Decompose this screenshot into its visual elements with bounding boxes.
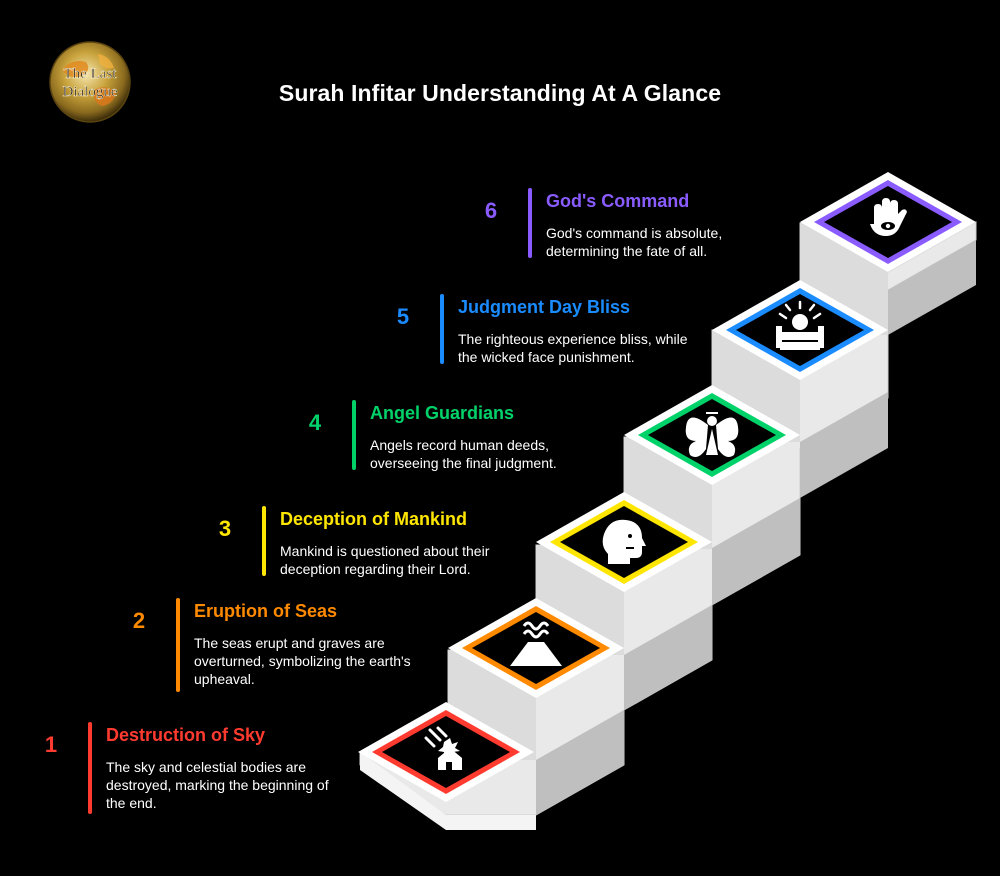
logo-globe-icon: The Last Dialogue [49, 41, 131, 123]
angel-icon [685, 412, 739, 457]
step-heading: Eruption of Seas [194, 601, 338, 621]
step-heading: Deception of Mankind [280, 509, 468, 529]
step-description: The righteous experience bliss, while th… [458, 331, 688, 365]
step-description: Mankind is questioned about their decept… [280, 543, 490, 577]
step-top-6 [800, 172, 976, 272]
stair-right-faces [536, 240, 976, 815]
step-number: 3 [218, 516, 232, 541]
step-heading: God's Command [546, 191, 690, 211]
step-number: 4 [308, 410, 322, 435]
logo-line-1: The Last [64, 66, 118, 82]
step-accent-bar [352, 400, 356, 470]
step-accent-bar [262, 506, 266, 576]
step-top-4 [624, 385, 800, 485]
step-number: 2 [132, 608, 146, 633]
page-title: Surah Infitar Understanding At A Glance [278, 80, 722, 106]
logo-line-2: Dialogue [63, 84, 118, 100]
step-heading: Angel Guardians [370, 403, 515, 423]
step-accent-bar [88, 722, 92, 814]
meteor-impact-icon [424, 726, 462, 770]
step-accent-bar [528, 188, 532, 258]
step-description: God's command is absolute, determining t… [546, 225, 723, 259]
step-accent-bar [440, 294, 444, 364]
step-top-3 [536, 492, 712, 592]
stair-sides [360, 752, 536, 830]
step-accent-bar [176, 598, 180, 692]
step-description: The sky and celestial bodies are destroy… [106, 759, 329, 811]
step-description: The seas erupt and graves are overturned… [194, 635, 411, 687]
step-heading: Judgment Day Bliss [458, 297, 631, 317]
step-number: 5 [396, 304, 410, 329]
step-top-1 [358, 702, 534, 802]
step-top-2 [448, 598, 624, 698]
step-top-5 [712, 280, 888, 380]
logo: The Last Dialogue [48, 40, 132, 124]
thinking-head-icon [602, 519, 646, 564]
volcano-icon [510, 621, 562, 666]
step-number: 1 [44, 732, 58, 757]
hamsa-hand-icon [870, 198, 907, 236]
step-description: Angels record human deeds, overseeing th… [370, 437, 557, 471]
paradise-icon [776, 300, 824, 350]
step-number: 6 [484, 198, 498, 223]
step-heading: Destruction of Sky [106, 725, 266, 745]
